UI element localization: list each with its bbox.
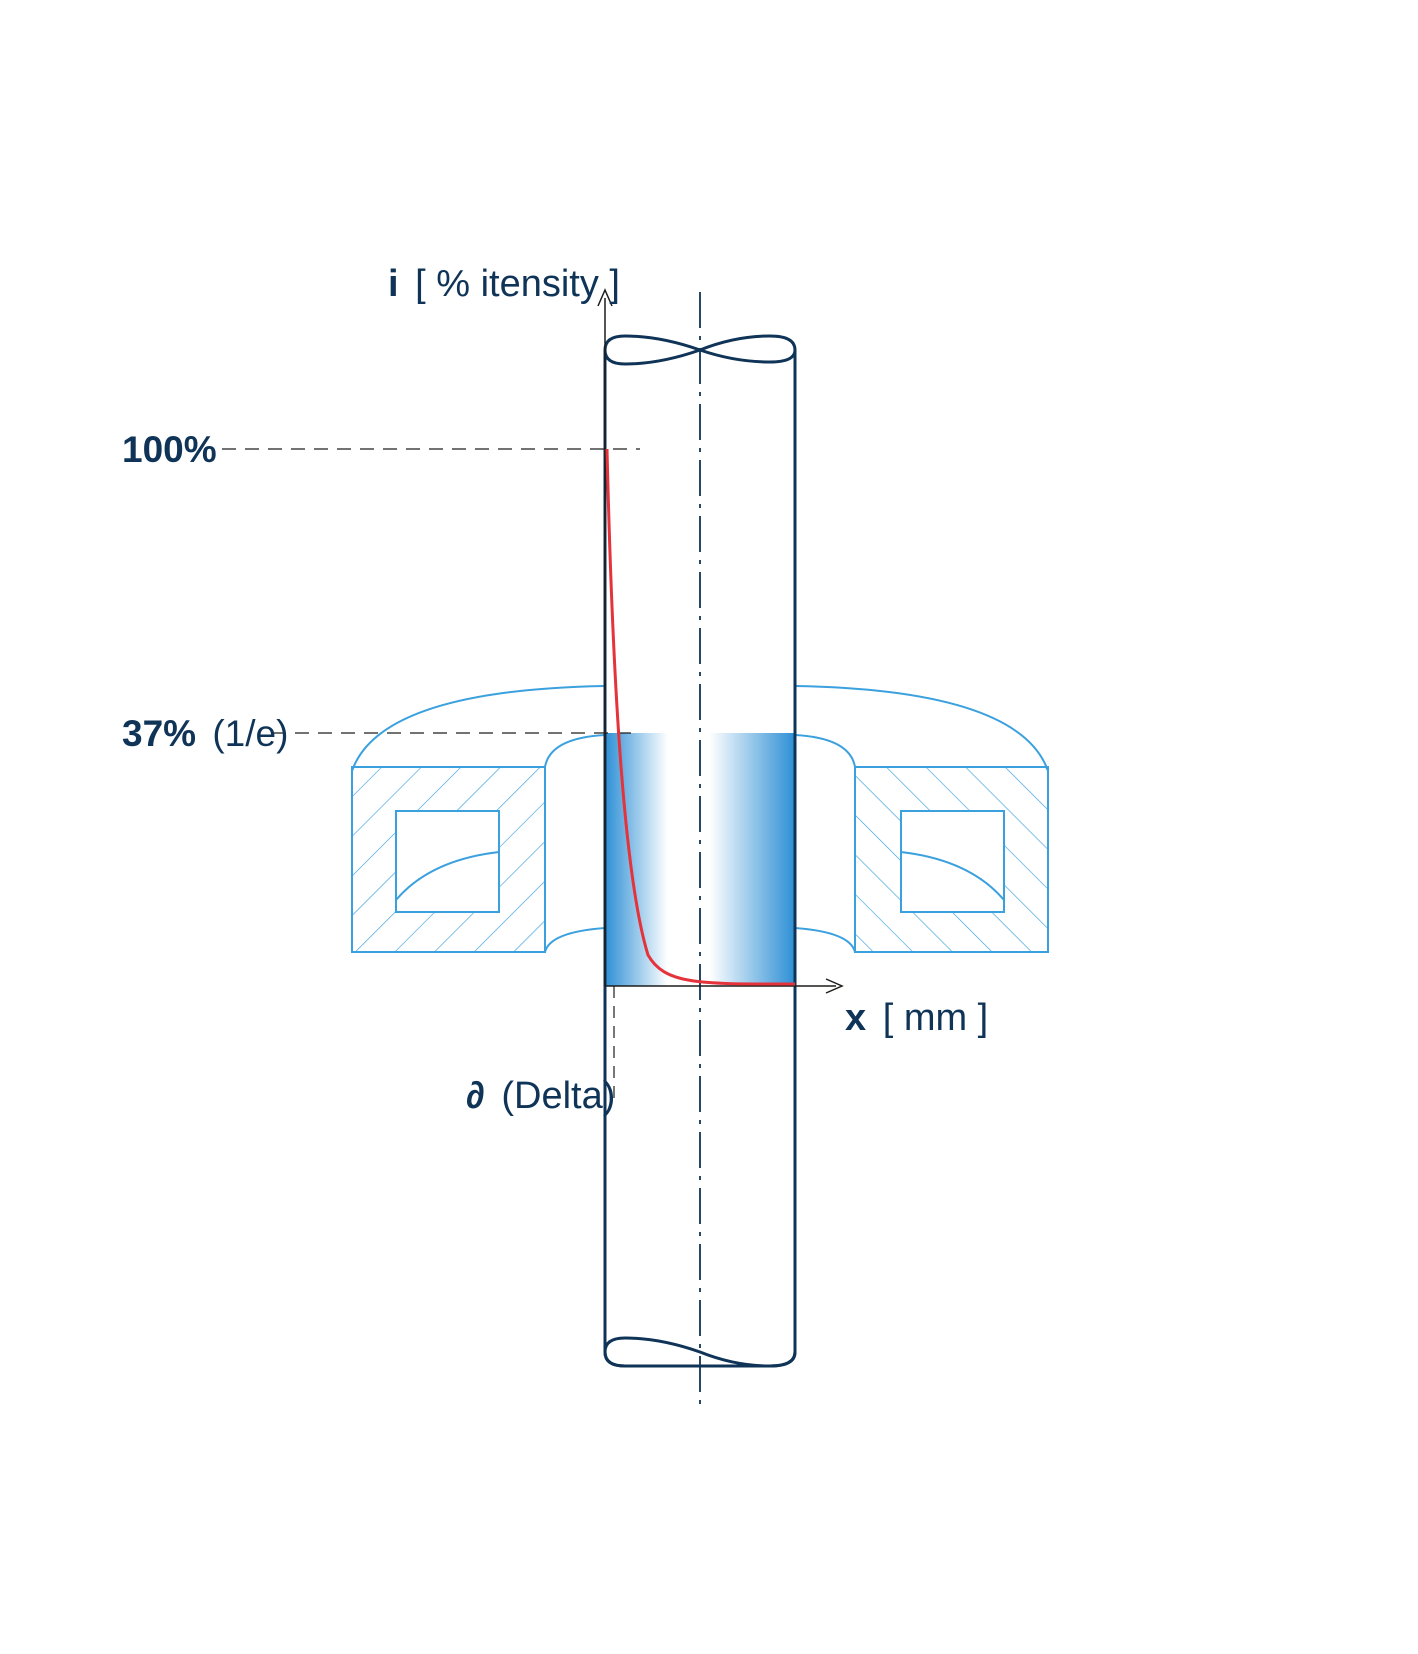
y-axis-symbol: i [388, 263, 399, 305]
level-100-label: 100% [122, 429, 217, 470]
coil-top-surface-right [794, 685, 1049, 772]
intensity-decay-curve [605, 448, 796, 986]
coil-inner-arc-top [544, 734, 856, 768]
y-axis-label: i [ % itensity ] [388, 263, 620, 305]
coil-channel-left-curve [395, 851, 500, 901]
level-37-value: 37% [122, 713, 196, 754]
coil-top-surface-left [351, 685, 606, 772]
coil-channel-left [395, 810, 500, 913]
coil-inner-arc-bottom [544, 927, 856, 953]
delta-symbol: ∂ [466, 1075, 485, 1117]
x-axis-label: x [ mm ] [845, 997, 988, 1039]
rod-bottom-outline [603, 1351, 797, 1368]
axes [597, 288, 844, 994]
delta-note: (Delta) [501, 1075, 615, 1117]
coil-channel-right [900, 810, 1005, 913]
level-37-label: 37% (1/e) [122, 713, 288, 754]
x-axis-symbol: x [845, 997, 866, 1039]
arrow-head-icon [597, 288, 613, 307]
coil-channel-right-curve [900, 851, 1005, 901]
delta-label: ∂ (Delta) [466, 1075, 615, 1117]
coil [351, 685, 1049, 953]
x-axis-unit: [ mm ] [883, 997, 989, 1039]
level-37-note: (1/e) [212, 713, 288, 754]
y-axis-unit: [ % itensity ] [415, 263, 620, 305]
arrow-head-icon [825, 978, 844, 994]
